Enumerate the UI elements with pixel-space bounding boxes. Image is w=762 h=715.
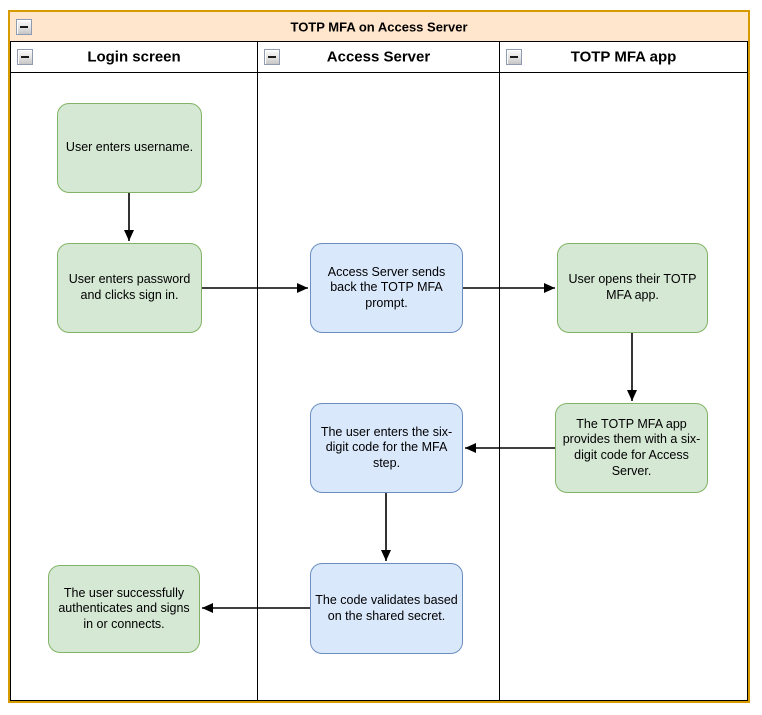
collapse-minus-icon <box>21 56 29 58</box>
node-text: The user enters the six-digit code for t… <box>320 424 453 470</box>
node-text: User enters username. <box>65 140 194 155</box>
node-user-enters-username[interactable]: User enters username. <box>57 103 202 193</box>
node-text: The user successfully authenticates and … <box>58 585 190 631</box>
collapse-minus-icon <box>20 25 28 28</box>
node-text: The TOTP MFA app provides them with a si… <box>562 416 701 478</box>
lane-access-server-header[interactable]: Access Server <box>258 42 499 73</box>
lane-login-collapse-button[interactable] <box>17 49 33 65</box>
node-server-sends-totp-prompt[interactable]: Access Server sends back the TOTP MFA pr… <box>310 243 463 333</box>
lane-totp-collapse-button[interactable] <box>506 49 522 65</box>
lane-totp-mfa-app-label: TOTP MFA app <box>570 48 677 66</box>
lane-login-screen-header[interactable]: Login screen <box>11 42 257 73</box>
lane-totp-mfa-app-header[interactable]: TOTP MFA app <box>500 42 747 73</box>
pool-title-bar: TOTP MFA on Access Server <box>10 12 748 41</box>
node-app-provides-code[interactable]: The TOTP MFA app provides them with a si… <box>555 403 708 493</box>
node-text: User enters password and clicks sign in. <box>68 272 191 302</box>
node-text: User opens their TOTP MFA app. <box>568 272 697 302</box>
node-text: The code validates based on the shared s… <box>315 592 458 623</box>
lane-access-server-label: Access Server <box>326 48 431 66</box>
pool-title: TOTP MFA on Access Server <box>290 19 468 34</box>
node-user-enters-password[interactable]: User enters password and clicks sign in. <box>57 243 202 333</box>
node-user-opens-totp-app[interactable]: User opens their TOTP MFA app. <box>557 243 708 333</box>
node-user-authenticates[interactable]: The user successfully authenticates and … <box>48 565 200 653</box>
lane-login-screen-label: Login screen <box>87 48 181 66</box>
lane-totp-mfa-app: TOTP MFA app <box>500 42 748 701</box>
pool-collapse-button[interactable] <box>16 18 32 35</box>
lane-totp-mfa-app-body <box>500 73 747 700</box>
node-text: Access Server sends back the TOTP MFA pr… <box>327 264 446 310</box>
collapse-minus-icon <box>510 56 518 58</box>
node-user-enters-code[interactable]: The user enters the six-digit code for t… <box>310 403 463 493</box>
lane-access-server-collapse-button[interactable] <box>264 49 280 65</box>
node-code-validates[interactable]: The code validates based on the shared s… <box>310 563 463 654</box>
collapse-minus-icon <box>268 56 276 58</box>
